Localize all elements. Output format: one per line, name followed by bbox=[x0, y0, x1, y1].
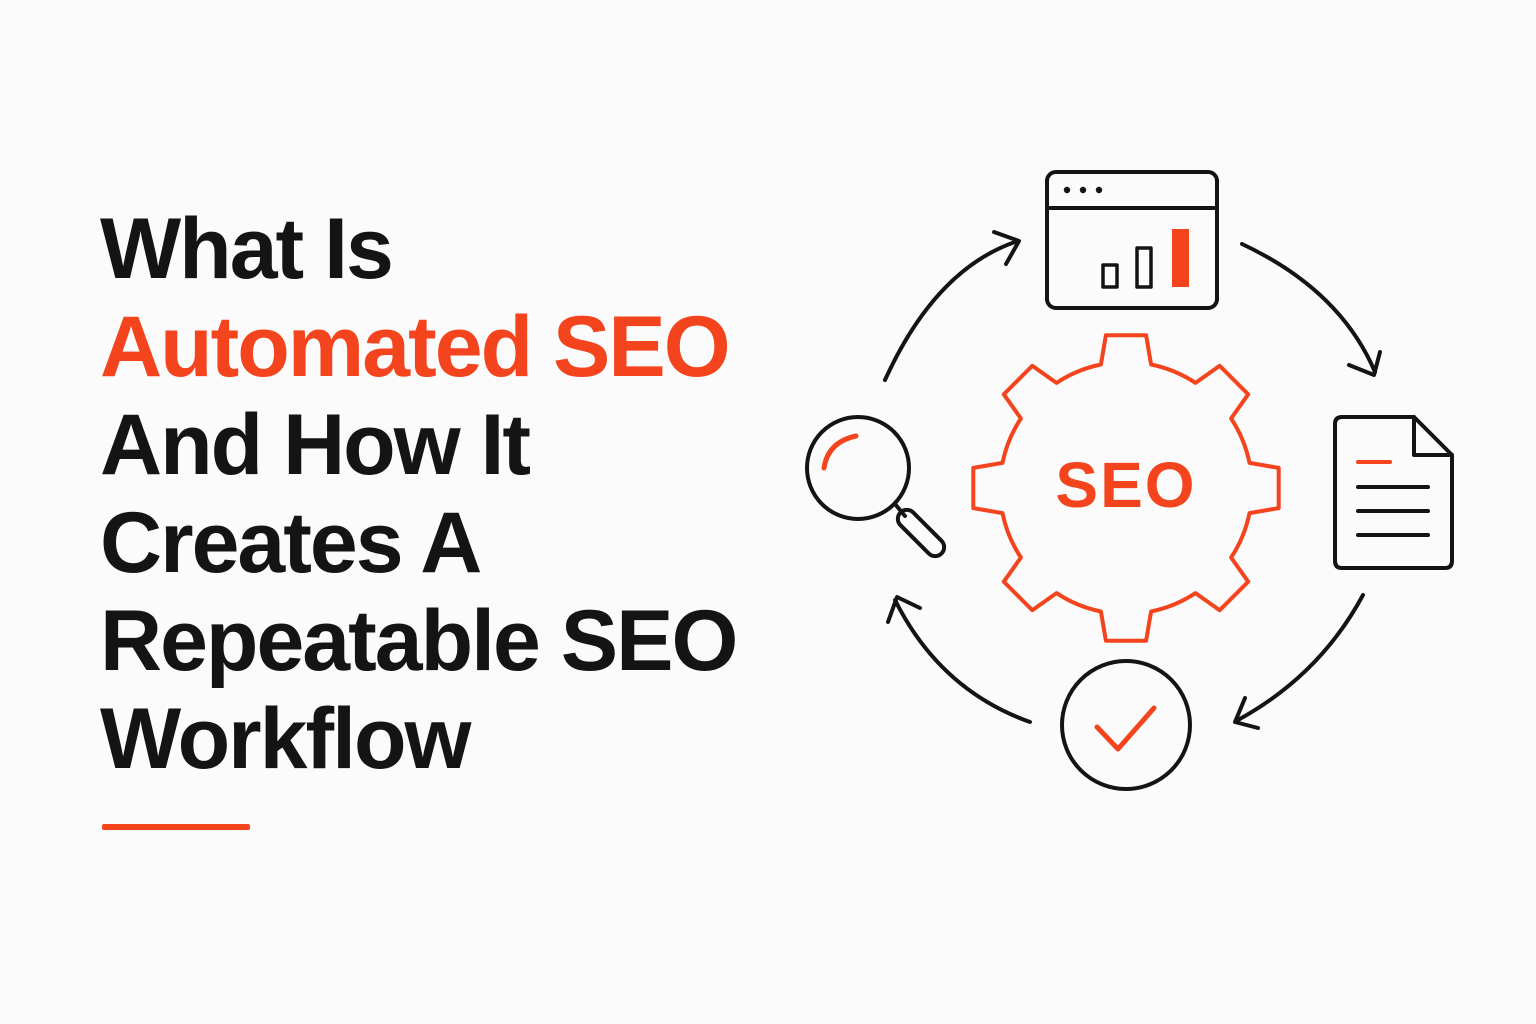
checkmark-circle-icon bbox=[1060, 659, 1192, 791]
arrow-content-to-verify bbox=[1233, 593, 1365, 730]
headline-line-1: What Is bbox=[100, 201, 394, 297]
seo-workflow-diagram: SEO bbox=[760, 130, 1500, 830]
arrow-analytics-to-content bbox=[1240, 242, 1382, 377]
headline-line-4: Creates A bbox=[100, 495, 482, 591]
headline: What Is Automated SEO And How It Creates… bbox=[100, 200, 738, 788]
flow-arrows bbox=[883, 230, 1382, 730]
arrow-research-to-analytics bbox=[883, 230, 1021, 382]
headline-line-2-accent: Automated SEO bbox=[100, 299, 731, 395]
accent-underline bbox=[102, 824, 250, 830]
headline-line-3: And How It bbox=[100, 397, 531, 493]
seo-gear-icon: SEO bbox=[971, 333, 1281, 643]
headline-line-6: Workflow bbox=[100, 691, 471, 787]
gear-outline bbox=[971, 333, 1281, 643]
magnifier-icon bbox=[805, 415, 947, 559]
document-icon bbox=[1333, 415, 1454, 570]
headline-line-5: Repeatable SEO bbox=[100, 593, 738, 689]
browser-chart-icon bbox=[1045, 170, 1219, 310]
arrow-verify-to-research bbox=[886, 595, 1032, 724]
gear-center-label: SEO bbox=[1055, 449, 1196, 521]
